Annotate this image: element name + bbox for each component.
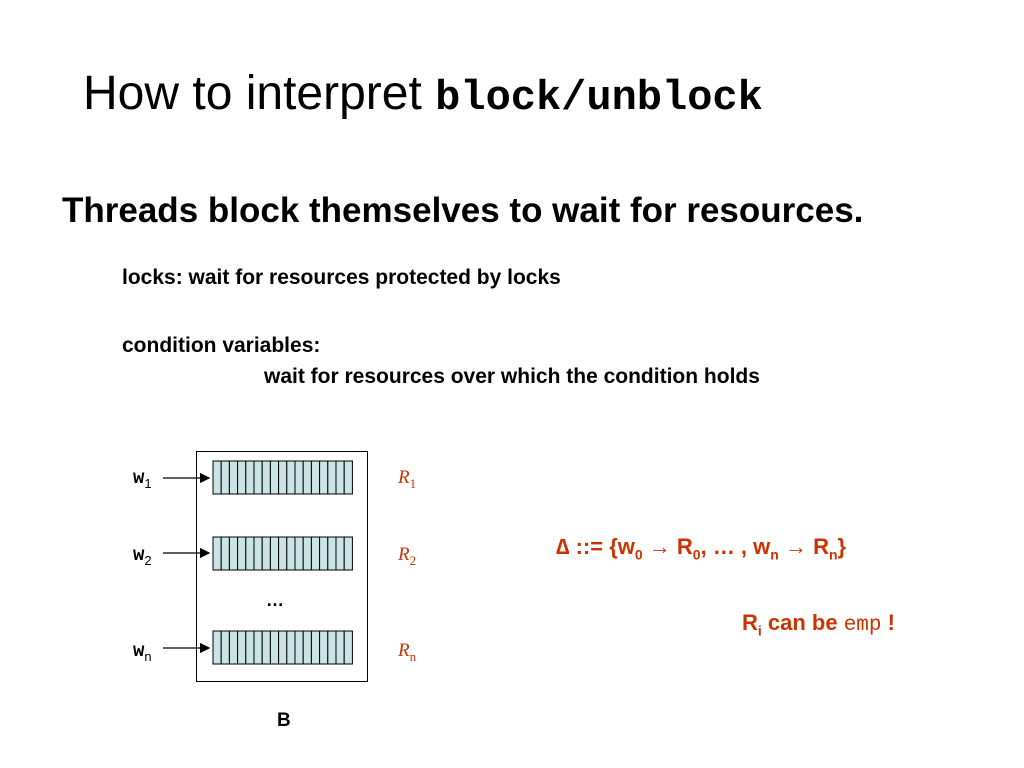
queue-cell bbox=[269, 460, 280, 495]
box-label: B bbox=[277, 710, 291, 731]
queue-cell bbox=[327, 536, 337, 571]
queue-cell bbox=[212, 630, 222, 665]
thread-label-w1: w1 bbox=[133, 467, 152, 491]
delta-formula: ∆ ::= {w0 → R0, … , wn → Rn} bbox=[556, 534, 847, 563]
thread-label-wn: wn bbox=[133, 640, 152, 664]
resource-label-r1: R1 bbox=[398, 467, 417, 491]
queue-cell bbox=[253, 536, 263, 571]
queue-cell bbox=[269, 536, 280, 571]
queue-cell bbox=[286, 460, 296, 495]
queue-cell bbox=[310, 536, 321, 571]
queue-cell bbox=[343, 630, 353, 665]
queue-cell bbox=[302, 630, 312, 665]
queue-cell bbox=[327, 460, 337, 495]
queue-cell bbox=[327, 630, 337, 665]
resource-box bbox=[196, 451, 368, 682]
thread-label-w2: w2 bbox=[133, 544, 152, 568]
queue-cell bbox=[228, 630, 239, 665]
queue-cell bbox=[228, 536, 239, 571]
queue-row-3 bbox=[212, 630, 353, 665]
queue-cell bbox=[302, 536, 312, 571]
queue-cell bbox=[335, 630, 345, 665]
queue-cell bbox=[278, 460, 288, 495]
queue-cell bbox=[237, 536, 247, 571]
ellipsis: … bbox=[266, 590, 284, 610]
queue-cell bbox=[220, 460, 230, 495]
emp-code: emp bbox=[843, 614, 882, 637]
title-text: How to interpret bbox=[83, 67, 436, 120]
queue-cell bbox=[253, 630, 263, 665]
emp-note: Ri can be emp ! bbox=[742, 610, 895, 639]
bullet-condition-detail: wait for resources over which the condit… bbox=[264, 365, 760, 388]
queue-cell bbox=[294, 460, 304, 495]
queue-cell bbox=[220, 536, 230, 571]
queue-cell bbox=[302, 460, 312, 495]
delta-symbol: ∆ bbox=[556, 534, 570, 559]
title-code: block/unblock bbox=[435, 74, 763, 122]
queue-cell bbox=[335, 460, 345, 495]
queue-row-2 bbox=[212, 536, 353, 571]
main-heading: Threads block themselves to wait for res… bbox=[62, 191, 864, 230]
queue-cell bbox=[237, 630, 247, 665]
queue-row-1 bbox=[212, 460, 353, 495]
queue-cell bbox=[212, 460, 222, 495]
queue-cell bbox=[245, 630, 255, 665]
queue-cell bbox=[319, 630, 329, 665]
queue-cell bbox=[212, 536, 222, 571]
queue-cell bbox=[220, 630, 230, 665]
queue-cell bbox=[319, 460, 329, 495]
queue-cell bbox=[278, 536, 288, 571]
queue-cell bbox=[310, 460, 321, 495]
queue-cell bbox=[228, 460, 239, 495]
queue-cell bbox=[269, 630, 280, 665]
queue-cell bbox=[310, 630, 321, 665]
resource-label-r2: R2 bbox=[398, 544, 417, 568]
slide-title: How to interpret block/unblock bbox=[83, 66, 763, 126]
queue-cell bbox=[261, 460, 271, 495]
queue-cell bbox=[286, 630, 296, 665]
queue-cell bbox=[245, 460, 255, 495]
queue-cell bbox=[261, 536, 271, 571]
queue-cell bbox=[278, 630, 288, 665]
queue-cell bbox=[294, 536, 304, 571]
bullet-condition-variables: condition variables: bbox=[122, 334, 321, 357]
resource-label-rn: Rn bbox=[398, 640, 417, 664]
queue-cell bbox=[294, 630, 304, 665]
queue-cell bbox=[343, 460, 353, 495]
queue-cell bbox=[245, 536, 255, 571]
queue-cell bbox=[261, 630, 271, 665]
queue-cell bbox=[237, 460, 247, 495]
queue-cell bbox=[253, 460, 263, 495]
queue-cell bbox=[286, 536, 296, 571]
bullet-locks: locks: wait for resources protected by l… bbox=[122, 266, 561, 289]
queue-cell bbox=[335, 536, 345, 571]
queue-cell bbox=[319, 536, 329, 571]
queue-cell bbox=[343, 536, 353, 571]
